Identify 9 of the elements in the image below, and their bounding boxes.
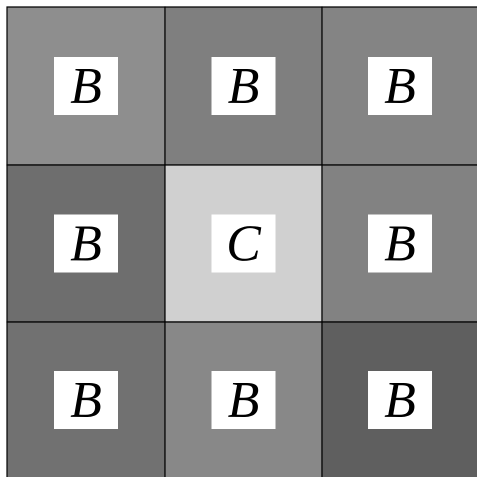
letter-label: B [212, 57, 276, 115]
letter-label: B [54, 214, 118, 272]
letter-label: B [368, 57, 432, 115]
letter-label: B [54, 371, 118, 429]
letter-label: B [368, 214, 432, 272]
letter-label: B [212, 371, 276, 429]
letter-label: C [212, 214, 276, 272]
letter-label: B [368, 371, 432, 429]
letter-label: B [54, 57, 118, 115]
